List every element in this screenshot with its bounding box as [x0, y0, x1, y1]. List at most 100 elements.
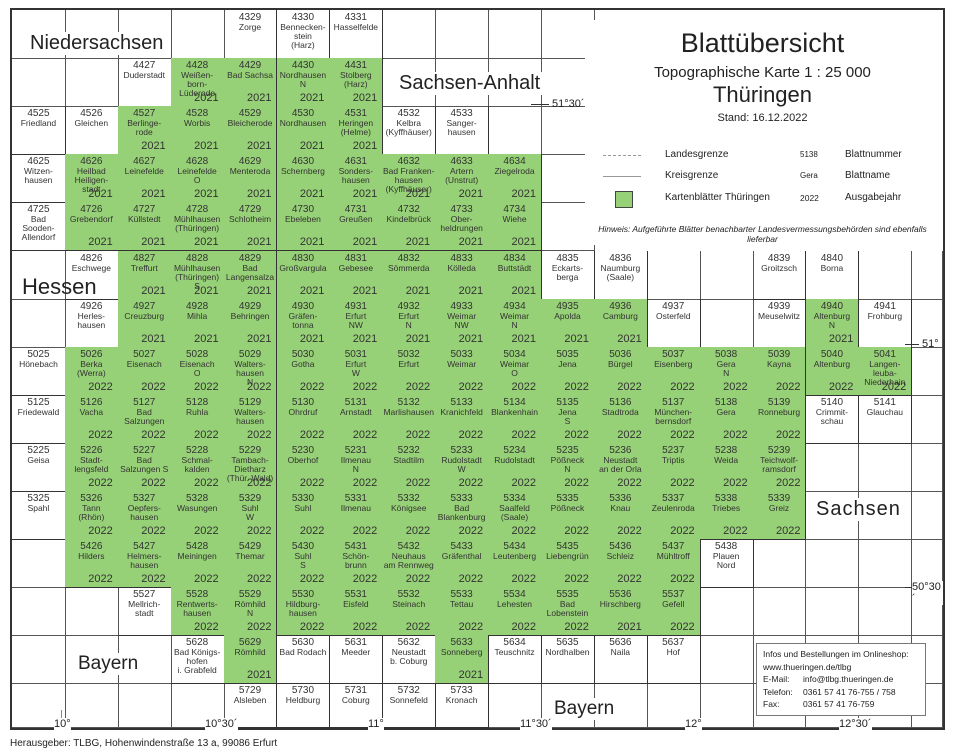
map-sheet-4828[interactable]: 4828Mühlhausen (Thüringen) S2021	[170, 250, 225, 300]
map-sheet-5132[interactable]: 5132Marlishausen2022	[382, 394, 437, 444]
map-sheet-5325[interactable]: 5325Spahl	[12, 491, 66, 541]
map-sheet-4430[interactable]: 4430Nordhausen N2021	[276, 58, 331, 108]
map-sheet-5630[interactable]: 5630Bad Rodach	[276, 635, 331, 685]
map-sheet-5636[interactable]: 5636Naila	[593, 635, 648, 685]
map-sheet-5027[interactable]: 5027Eisenach2022	[117, 346, 172, 396]
map-sheet-4832[interactable]: 4832Sömmerda2021	[382, 250, 437, 300]
map-sheet-5141[interactable]: 5141Glauchau	[858, 394, 913, 444]
map-sheet-5140[interactable]: 5140Crimmit- schau	[805, 394, 860, 444]
map-sheet-5037[interactable]: 5037Eisenberg2022	[646, 346, 701, 396]
map-sheet-4926[interactable]: 4926Herles- hausen	[64, 298, 119, 348]
map-sheet-5032[interactable]: 5032Erfurt2022	[382, 346, 437, 396]
map-sheet-5729[interactable]: 5729Alsleben	[223, 683, 278, 728]
map-sheet-5530[interactable]: 5530Hildburg- hausen2022	[276, 587, 331, 637]
map-sheet-4733[interactable]: 4733Ober- heldrungen2021	[435, 202, 490, 252]
map-sheet-5225[interactable]: 5225Geisa	[12, 442, 66, 492]
map-sheet-4626[interactable]: 4626Heilbad Heiligen- stadt2021	[64, 154, 119, 204]
map-sheet-5135[interactable]: 5135Jena S2022	[541, 394, 595, 444]
map-sheet-5138[interactable]: 5138Gera2022	[699, 394, 754, 444]
map-sheet-4726[interactable]: 4726Grebendorf2021	[64, 202, 119, 252]
map-sheet-5637[interactable]: 5637Hof	[646, 635, 701, 685]
map-sheet-4931[interactable]: 4931Erfurt NW2021	[329, 298, 384, 348]
map-sheet-4728[interactable]: 4728Mühlhausen (Thüringen)2021	[170, 202, 225, 252]
map-sheet-4527[interactable]: 4527Berlinge- rode2021	[117, 106, 172, 156]
map-sheet-4937[interactable]: 4937Osterfeld	[646, 298, 701, 348]
map-sheet-5036[interactable]: 5036Bürgel2022	[593, 346, 648, 396]
map-sheet-4330[interactable]: 4330Bennecken- stein (Harz)	[276, 10, 331, 60]
map-sheet-4429[interactable]: 4429Bad Sachsa2021	[223, 58, 278, 108]
map-sheet-4830[interactable]: 4830Großvargula2021	[276, 250, 331, 300]
map-sheet-4428[interactable]: 4428Weißen- born- Lüderode2021	[170, 58, 225, 108]
map-sheet-5029[interactable]: 5029Walters- hausen N2022	[223, 346, 278, 396]
map-sheet-5125[interactable]: 5125Friedewald	[12, 394, 66, 444]
map-sheet-5131[interactable]: 5131Arnstadt2022	[329, 394, 384, 444]
map-sheet-5028[interactable]: 5028Eisenach O2022	[170, 346, 225, 396]
map-sheet-5330[interactable]: 5330Suhl2022	[276, 491, 331, 541]
map-sheet-5040[interactable]: 5040Altenburg2022	[805, 346, 860, 396]
map-sheet-4840[interactable]: 4840Borna	[805, 250, 860, 300]
map-sheet-5127[interactable]: 5127Bad Salzungen2022	[117, 394, 172, 444]
map-sheet-4831[interactable]: 4831Gebesee2021	[329, 250, 384, 300]
map-sheet-4836[interactable]: 4836Naumburg (Saale)	[593, 250, 648, 300]
map-sheet-5536[interactable]: 5536Hirschberg2021	[593, 587, 648, 637]
map-sheet-5334[interactable]: 5334Saalfeld (Saale)2022	[488, 491, 542, 541]
map-sheet-5126[interactable]: 5126Vacha2022	[64, 394, 119, 444]
map-sheet-4928[interactable]: 4928Mihla2021	[170, 298, 225, 348]
map-sheet-4329[interactable]: 4329Zorge	[223, 10, 278, 60]
map-sheet-5333[interactable]: 5333Bad Blankenburg2022	[435, 491, 490, 541]
map-sheet-5535[interactable]: 5535Bad Lobenstein2022	[541, 587, 595, 637]
map-sheet-4526[interactable]: 4526Gleichen	[64, 106, 119, 156]
map-sheet-5332[interactable]: 5332Königsee2022	[382, 491, 437, 541]
map-sheet-5436[interactable]: 5436Schleiz2022	[593, 539, 648, 589]
map-sheet-5427[interactable]: 5427Helmers- hausen2022	[117, 539, 172, 589]
map-sheet-5130[interactable]: 5130Ohrdruf2022	[276, 394, 331, 444]
map-sheet-5432[interactable]: 5432Neuhaus am Rennweg2022	[382, 539, 437, 589]
map-sheet-5129[interactable]: 5129Walters- hausen2022	[223, 394, 278, 444]
map-sheet-5335[interactable]: 5335Pößneck2022	[541, 491, 595, 541]
map-sheet-5635[interactable]: 5635Nordhalben	[541, 635, 595, 685]
map-sheet-4331[interactable]: 4331Hasselfelde	[329, 10, 384, 60]
map-sheet-5034[interactable]: 5034Weimar O2022	[488, 346, 542, 396]
map-sheet-4734[interactable]: 4734Wiehe2021	[488, 202, 542, 252]
map-sheet-5533[interactable]: 5533Tettau2022	[435, 587, 490, 637]
map-sheet-5228[interactable]: 5228Schmal- kalden2022	[170, 442, 225, 492]
map-sheet-5437[interactable]: 5437Mühltroff2022	[646, 539, 701, 589]
map-sheet-5529[interactable]: 5529Römhild N2022	[223, 587, 278, 637]
map-sheet-5629[interactable]: 5629Römhild2021	[223, 635, 278, 685]
map-sheet-4633[interactable]: 4633Artern (Unstrut)2021	[435, 154, 490, 204]
map-sheet-4634[interactable]: 4634Ziegelroda2021	[488, 154, 542, 204]
map-sheet-4528[interactable]: 4528Worbis2021	[170, 106, 225, 156]
map-sheet-4431[interactable]: 4431Stolberg (Harz)2021	[329, 58, 384, 108]
map-sheet-5732[interactable]: 5732Sonnefeld	[382, 683, 437, 728]
map-sheet-5238[interactable]: 5238Weida2022	[699, 442, 754, 492]
map-sheet-4529[interactable]: 4529Bleicherode2021	[223, 106, 278, 156]
map-sheet-5731[interactable]: 5731Coburg	[329, 683, 384, 728]
map-sheet-5139[interactable]: 5139Ronneburg2022	[752, 394, 807, 444]
map-sheet-4940[interactable]: 4940Altenburg N2021	[805, 298, 860, 348]
map-sheet-5232[interactable]: 5232Stadtilm2022	[382, 442, 437, 492]
map-sheet-5128[interactable]: 5128Ruhla2022	[170, 394, 225, 444]
map-sheet-5331[interactable]: 5331Ilmenau2022	[329, 491, 384, 541]
map-sheet-4934[interactable]: 4934Weimar N2021	[488, 298, 542, 348]
map-sheet-5631[interactable]: 5631Meeder	[329, 635, 384, 685]
map-sheet-5537[interactable]: 5537Gefell2022	[646, 587, 701, 637]
map-sheet-5033[interactable]: 5033Weimar2022	[435, 346, 490, 396]
map-sheet-5229[interactable]: 5229Tambach- Dietharz (Thür. Wald)2022	[223, 442, 278, 492]
map-sheet-4628[interactable]: 4628Leinefelde O2021	[170, 154, 225, 204]
map-sheet-5226[interactable]: 5226Stadt- lengsfeld2022	[64, 442, 119, 492]
map-sheet-5438[interactable]: 5438Plauen Nord	[699, 539, 754, 589]
map-sheet-5431[interactable]: 5431Schön- brunn2022	[329, 539, 384, 589]
map-sheet-5133[interactable]: 5133Kranichfeld2022	[435, 394, 490, 444]
map-sheet-5227[interactable]: 5227Bad Salzungen S2022	[117, 442, 172, 492]
map-sheet-5134[interactable]: 5134Blankenhain2022	[488, 394, 542, 444]
map-sheet-5237[interactable]: 5237Triptis2022	[646, 442, 701, 492]
map-sheet-5632[interactable]: 5632Neustadt b. Coburg	[382, 635, 437, 685]
map-sheet-4932[interactable]: 4932Erfurt N2021	[382, 298, 437, 348]
map-sheet-5338[interactable]: 5338Triebes2022	[699, 491, 754, 541]
map-sheet-4935[interactable]: 4935Apolda2021	[541, 298, 595, 348]
map-sheet-5534[interactable]: 5534Lehesten2022	[488, 587, 542, 637]
map-sheet-5234[interactable]: 5234Rudolstadt2022	[488, 442, 542, 492]
map-sheet-4930[interactable]: 4930Gräfen- tonna2021	[276, 298, 331, 348]
map-sheet-5030[interactable]: 5030Gotha2022	[276, 346, 331, 396]
map-sheet-4939[interactable]: 4939Meuselwitz	[752, 298, 807, 348]
